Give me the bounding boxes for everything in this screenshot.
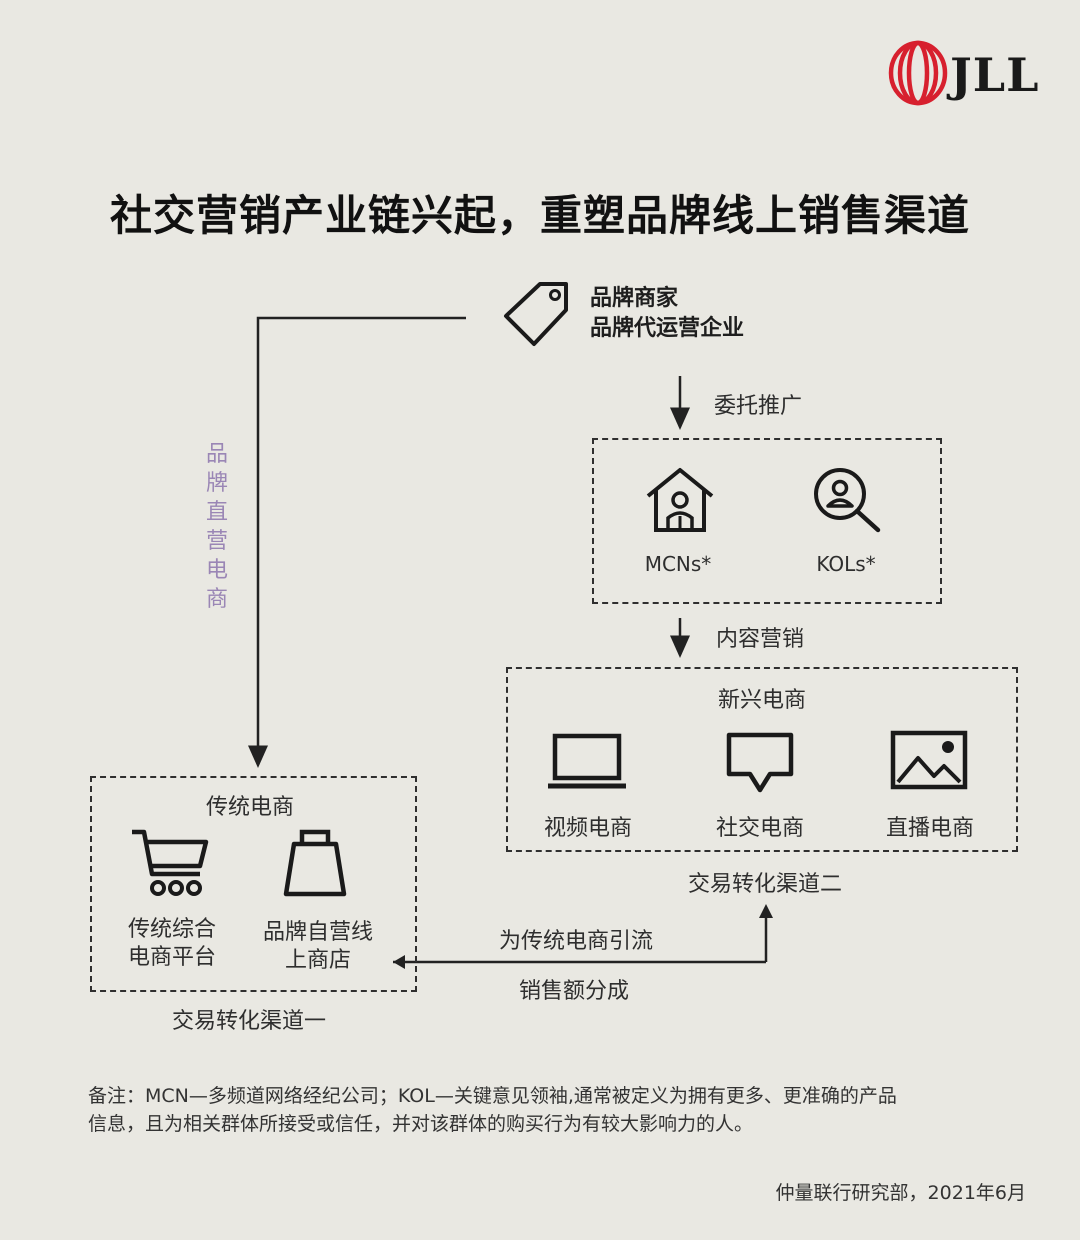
price-tag-icon [504,282,568,346]
content-marketing-label: 内容营销 [716,627,805,652]
footnote: 备注：MCN—多频道网络经纪公司；KOL—关键意见领袖,通常被定义为拥有更多、更… [88,1082,1018,1138]
influencer-box [592,438,942,604]
brand-line-2: 品牌代运营企业 [590,316,745,341]
shopping-cart-icon [132,829,209,896]
traditional-ecommerce-box [90,776,417,992]
channel-two-caption: 交易转化渠道二 [687,872,842,897]
logo-wordmark: JLL [950,48,1040,102]
mcn-label: MCNs* [644,552,712,576]
social-ecommerce-label: 社交电商 [715,816,804,841]
traditional-platform-line-2: 电商平台 [127,945,216,970]
brand-store-line-2: 上商店 [284,948,351,973]
sales-share-label: 销售额分成 [519,979,630,1004]
direct-channel-arrow [248,316,466,768]
image-icon [890,730,968,790]
livestream-ecommerce-label: 直播电商 [885,816,974,841]
chat-bubble-icon [726,732,794,793]
source-credit: 仲量联行研究部，2021年6月 [775,1182,1026,1204]
traditional-platform-line-1: 传统综合 [127,917,216,942]
kol-label: KOLs* [816,552,876,576]
brand-store-line-1: 品牌自营线 [262,920,373,945]
jll-logo-icon [888,40,948,106]
traffic-label: 为传统电商引流 [499,929,654,954]
person-search-icon [814,468,881,533]
shopping-bag-icon [283,829,347,897]
direct-ecommerce-label: 品牌直营电商 [205,442,228,612]
channel-one-caption: 交易转化渠道一 [171,1009,326,1034]
video-ecommerce-label: 视频电商 [543,816,632,841]
brand-store-label: 品牌自营线 上商店 [252,919,384,975]
brand-line-1: 品牌商家 [590,286,679,311]
entrust-label: 委托推广 [714,394,803,419]
footnote-line-2: 信息，且为相关群体所接受或信任，并对该群体的购买行为有较大影响力的人。 [88,1113,754,1135]
footnote-line-1: 备注：MCN—多频道网络经纪公司；KOL—关键意见领袖,通常被定义为拥有更多、更… [88,1085,897,1107]
emerging-ecommerce-box [506,667,1018,852]
traditional-heading: 传统电商 [205,795,294,820]
emerging-heading: 新兴电商 [717,688,806,713]
brand-merchant-label: 品牌商家 品牌代运营企业 [590,284,744,344]
laptop-icon [548,733,626,789]
traditional-platform-label: 传统综合 电商平台 [108,916,236,972]
agency-house-icon [646,468,714,532]
page-title: 社交营销产业链兴起，重塑品牌线上销售渠道 [109,191,970,240]
